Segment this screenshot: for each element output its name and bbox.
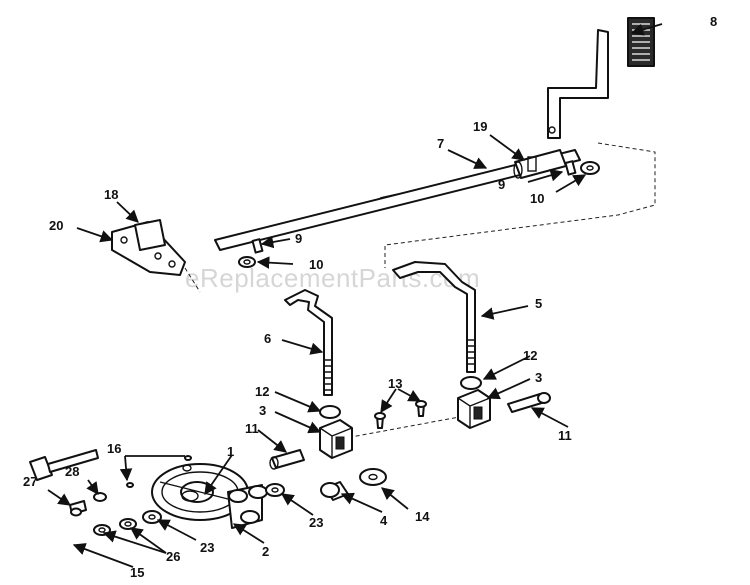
- mounting-bracket: [111, 219, 186, 276]
- control-rod-left: [284, 289, 333, 396]
- callout-12-left: 12: [255, 384, 269, 399]
- small-bolt: [69, 500, 87, 517]
- callout-20: 20: [49, 218, 63, 233]
- callout-14: 14: [415, 509, 430, 524]
- control-rod-right: [392, 261, 476, 373]
- callout-13: 13: [388, 376, 402, 391]
- callout-18: 18: [104, 187, 118, 202]
- clevis-pin-left: [269, 449, 305, 470]
- callout-28: 28: [65, 464, 79, 479]
- callout-19: 19: [473, 119, 487, 134]
- screw-left: [374, 412, 386, 429]
- callout-12-right: 12: [523, 348, 537, 363]
- callout-1: 1: [227, 444, 234, 459]
- callout-6: 6: [264, 331, 271, 346]
- callout-11-right: 11: [558, 428, 572, 443]
- callout-8: 8: [710, 14, 717, 29]
- callout-27: 27: [23, 474, 37, 489]
- callout-9-left: 9: [295, 231, 302, 246]
- cross-shaft: [214, 149, 581, 251]
- callout-labels: 1 2 3 3 4 5 6 7 8 9 9 10 10 11 11 12 12 …: [23, 14, 717, 580]
- clevis-left: [319, 419, 353, 459]
- pedal-arm: [547, 29, 609, 139]
- jam-nut-left: [319, 405, 341, 419]
- callout-11-left: 11: [245, 421, 259, 436]
- callout-2: 2: [262, 544, 269, 559]
- carriage-bolt: [29, 449, 99, 481]
- bushing-lower: [142, 510, 162, 524]
- callout-4: 4: [380, 513, 388, 528]
- callout-5: 5: [535, 296, 542, 311]
- callout-26: 26: [166, 549, 180, 564]
- lock-nut: [93, 492, 107, 502]
- callout-3-left: 3: [259, 403, 266, 418]
- callout-15: 15: [130, 565, 144, 580]
- callout-23-right: 23: [309, 515, 323, 530]
- flat-washer-large: [359, 468, 387, 486]
- screw-right: [415, 400, 427, 417]
- clevis-pin-right: [507, 392, 551, 413]
- callout-23-left: 23: [200, 540, 214, 555]
- spacer: [320, 481, 349, 501]
- leader-lines: [47, 23, 663, 568]
- callout-7: 7: [437, 136, 444, 151]
- callout-10-left: 10: [309, 257, 323, 272]
- pedal-pad: [627, 17, 655, 67]
- callout-16: 16: [107, 441, 121, 456]
- washer-left: [238, 256, 256, 268]
- washer-lower-2: [119, 518, 137, 530]
- callout-9-right: 9: [498, 177, 505, 192]
- jam-nut-right: [460, 376, 482, 390]
- washer-right: [580, 161, 600, 175]
- roll-pin-left: [251, 238, 264, 254]
- clevis-right: [457, 389, 491, 429]
- roll-pin-right: [564, 160, 577, 176]
- callout-3-right: 3: [535, 370, 542, 385]
- dashed-reference-lines: [184, 142, 656, 441]
- bushing-upper: [265, 483, 285, 497]
- lever-arm: [227, 484, 268, 529]
- callout-10-right: 10: [530, 191, 544, 206]
